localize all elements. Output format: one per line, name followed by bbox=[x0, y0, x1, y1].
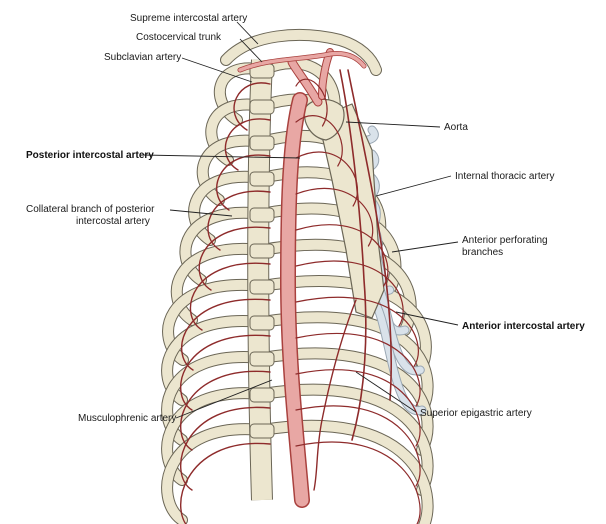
anterior-intercostal-artery bbox=[295, 187, 374, 247]
internal-thoracic-vessels bbox=[313, 69, 392, 491]
posterior-intercostal-artery bbox=[216, 154, 271, 211]
rib-anterior-fill bbox=[257, 348, 433, 455]
anterior-intercostal-artery bbox=[295, 224, 389, 287]
label-supreme-intercostal-artery: Supreme intercostal artery bbox=[130, 13, 247, 24]
rib-anterior-fill bbox=[257, 420, 433, 524]
posterior-intercostal-artery bbox=[180, 370, 271, 451]
rib-posterior-fill bbox=[162, 424, 267, 524]
anterior-intercostal-artery bbox=[295, 369, 421, 447]
label-collateral-branch-line1: Collateral branch of posterior bbox=[26, 204, 155, 215]
label-collateral-branch-line2: intercostal artery bbox=[76, 216, 150, 227]
label-superior-epigastric-artery: Superior epigastric artery bbox=[420, 408, 532, 419]
posterior-intercostal-artery bbox=[180, 334, 271, 411]
vertebra bbox=[249, 99, 275, 115]
vertebra bbox=[249, 351, 275, 367]
vertebra bbox=[249, 171, 275, 187]
rib-posterior-fill bbox=[189, 171, 267, 245]
anterior-intercostal-artery bbox=[295, 260, 404, 327]
vertebra bbox=[249, 207, 275, 223]
anterior-intercostal-artery bbox=[295, 332, 421, 407]
anterior-intercostal-artery bbox=[295, 405, 421, 487]
anterior-intercostal-artery bbox=[295, 78, 328, 127]
labels: Supreme intercostal artery Costocervical… bbox=[26, 13, 585, 424]
intercostal-arteries bbox=[180, 78, 421, 524]
posterior-intercostal-artery bbox=[207, 190, 271, 251]
label-costocervical-trunk: Costocervical trunk bbox=[136, 32, 222, 43]
vertebra bbox=[249, 315, 275, 331]
leader-lines bbox=[142, 21, 459, 419]
vertebra bbox=[249, 243, 275, 259]
rib-anterior-fill bbox=[257, 312, 433, 415]
posterior-intercostal-artery bbox=[189, 262, 271, 331]
label-anterior-perforating-line2: branches bbox=[462, 247, 503, 258]
vertebra bbox=[249, 279, 275, 295]
anterior-intercostal-artery bbox=[295, 151, 359, 207]
label-aorta: Aorta bbox=[444, 122, 468, 133]
label-subclavian-artery: Subclavian artery bbox=[104, 52, 181, 63]
rib-posterior-fill bbox=[171, 243, 267, 325]
label-posterior-intercostal-artery: Posterior intercostal artery bbox=[26, 150, 154, 161]
posterior-intercostal-artery bbox=[180, 442, 271, 524]
vertebral-column bbox=[247, 59, 275, 501]
label-anterior-perforating-line1: Anterior perforating bbox=[462, 235, 548, 246]
posterior-intercostal-artery bbox=[198, 226, 271, 291]
posterior-intercostal-artery bbox=[180, 406, 271, 491]
anterior-intercostal-artery bbox=[295, 441, 421, 524]
posterior-intercostal-artery bbox=[180, 298, 271, 371]
vertebra bbox=[249, 387, 275, 403]
rib-anterior bbox=[256, 419, 434, 524]
anterior-intercostal-artery bbox=[295, 115, 343, 167]
costal-cartilage-fill bbox=[368, 294, 426, 414]
label-musculophrenic-artery: Musculophrenic artery bbox=[78, 413, 176, 424]
rib-posterior-fill bbox=[180, 207, 267, 285]
aorta-vessel bbox=[237, 48, 367, 508]
label-anterior-intercostal-artery: Anterior intercostal artery bbox=[462, 321, 585, 332]
anterior-intercostal-artery bbox=[295, 296, 419, 367]
vertebra bbox=[249, 423, 275, 439]
rib-anterior-fill bbox=[257, 276, 431, 375]
rib-anterior-fill bbox=[257, 384, 433, 495]
first-rib-fill bbox=[221, 29, 381, 75]
label-internal-thoracic-artery: Internal thoracic artery bbox=[455, 171, 555, 182]
posterior-intercostal-artery bbox=[224, 118, 271, 171]
ribs-posterior bbox=[161, 62, 268, 524]
vertebra bbox=[249, 135, 275, 151]
